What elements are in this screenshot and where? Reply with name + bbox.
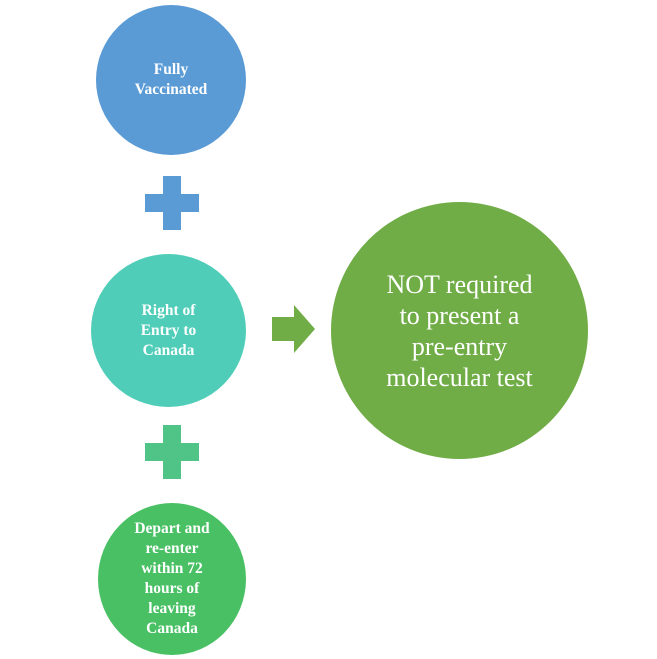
- node-fully-vaccinated: Fully Vaccinated: [96, 5, 246, 155]
- arrow-shape: [272, 305, 315, 353]
- node-depart-reenter-label: Depart and re-enter within 72 hours of l…: [134, 520, 210, 637]
- plus-icon: [145, 425, 199, 479]
- plus-icon: [145, 176, 199, 230]
- node-fully-vaccinated-label: Fully Vaccinated: [134, 61, 208, 98]
- right-arrow-icon: [272, 305, 315, 353]
- node-result: NOT required to present a pre-entry mole…: [331, 202, 588, 459]
- node-right-of-entry: Right of Entry to Canada: [91, 254, 246, 407]
- node-depart-reenter: Depart and re-enter within 72 hours of l…: [98, 503, 246, 655]
- node-result-label: NOT required to present a pre-entry mole…: [386, 269, 533, 392]
- node-right-of-entry-label: Right of Entry to Canada: [140, 301, 197, 359]
